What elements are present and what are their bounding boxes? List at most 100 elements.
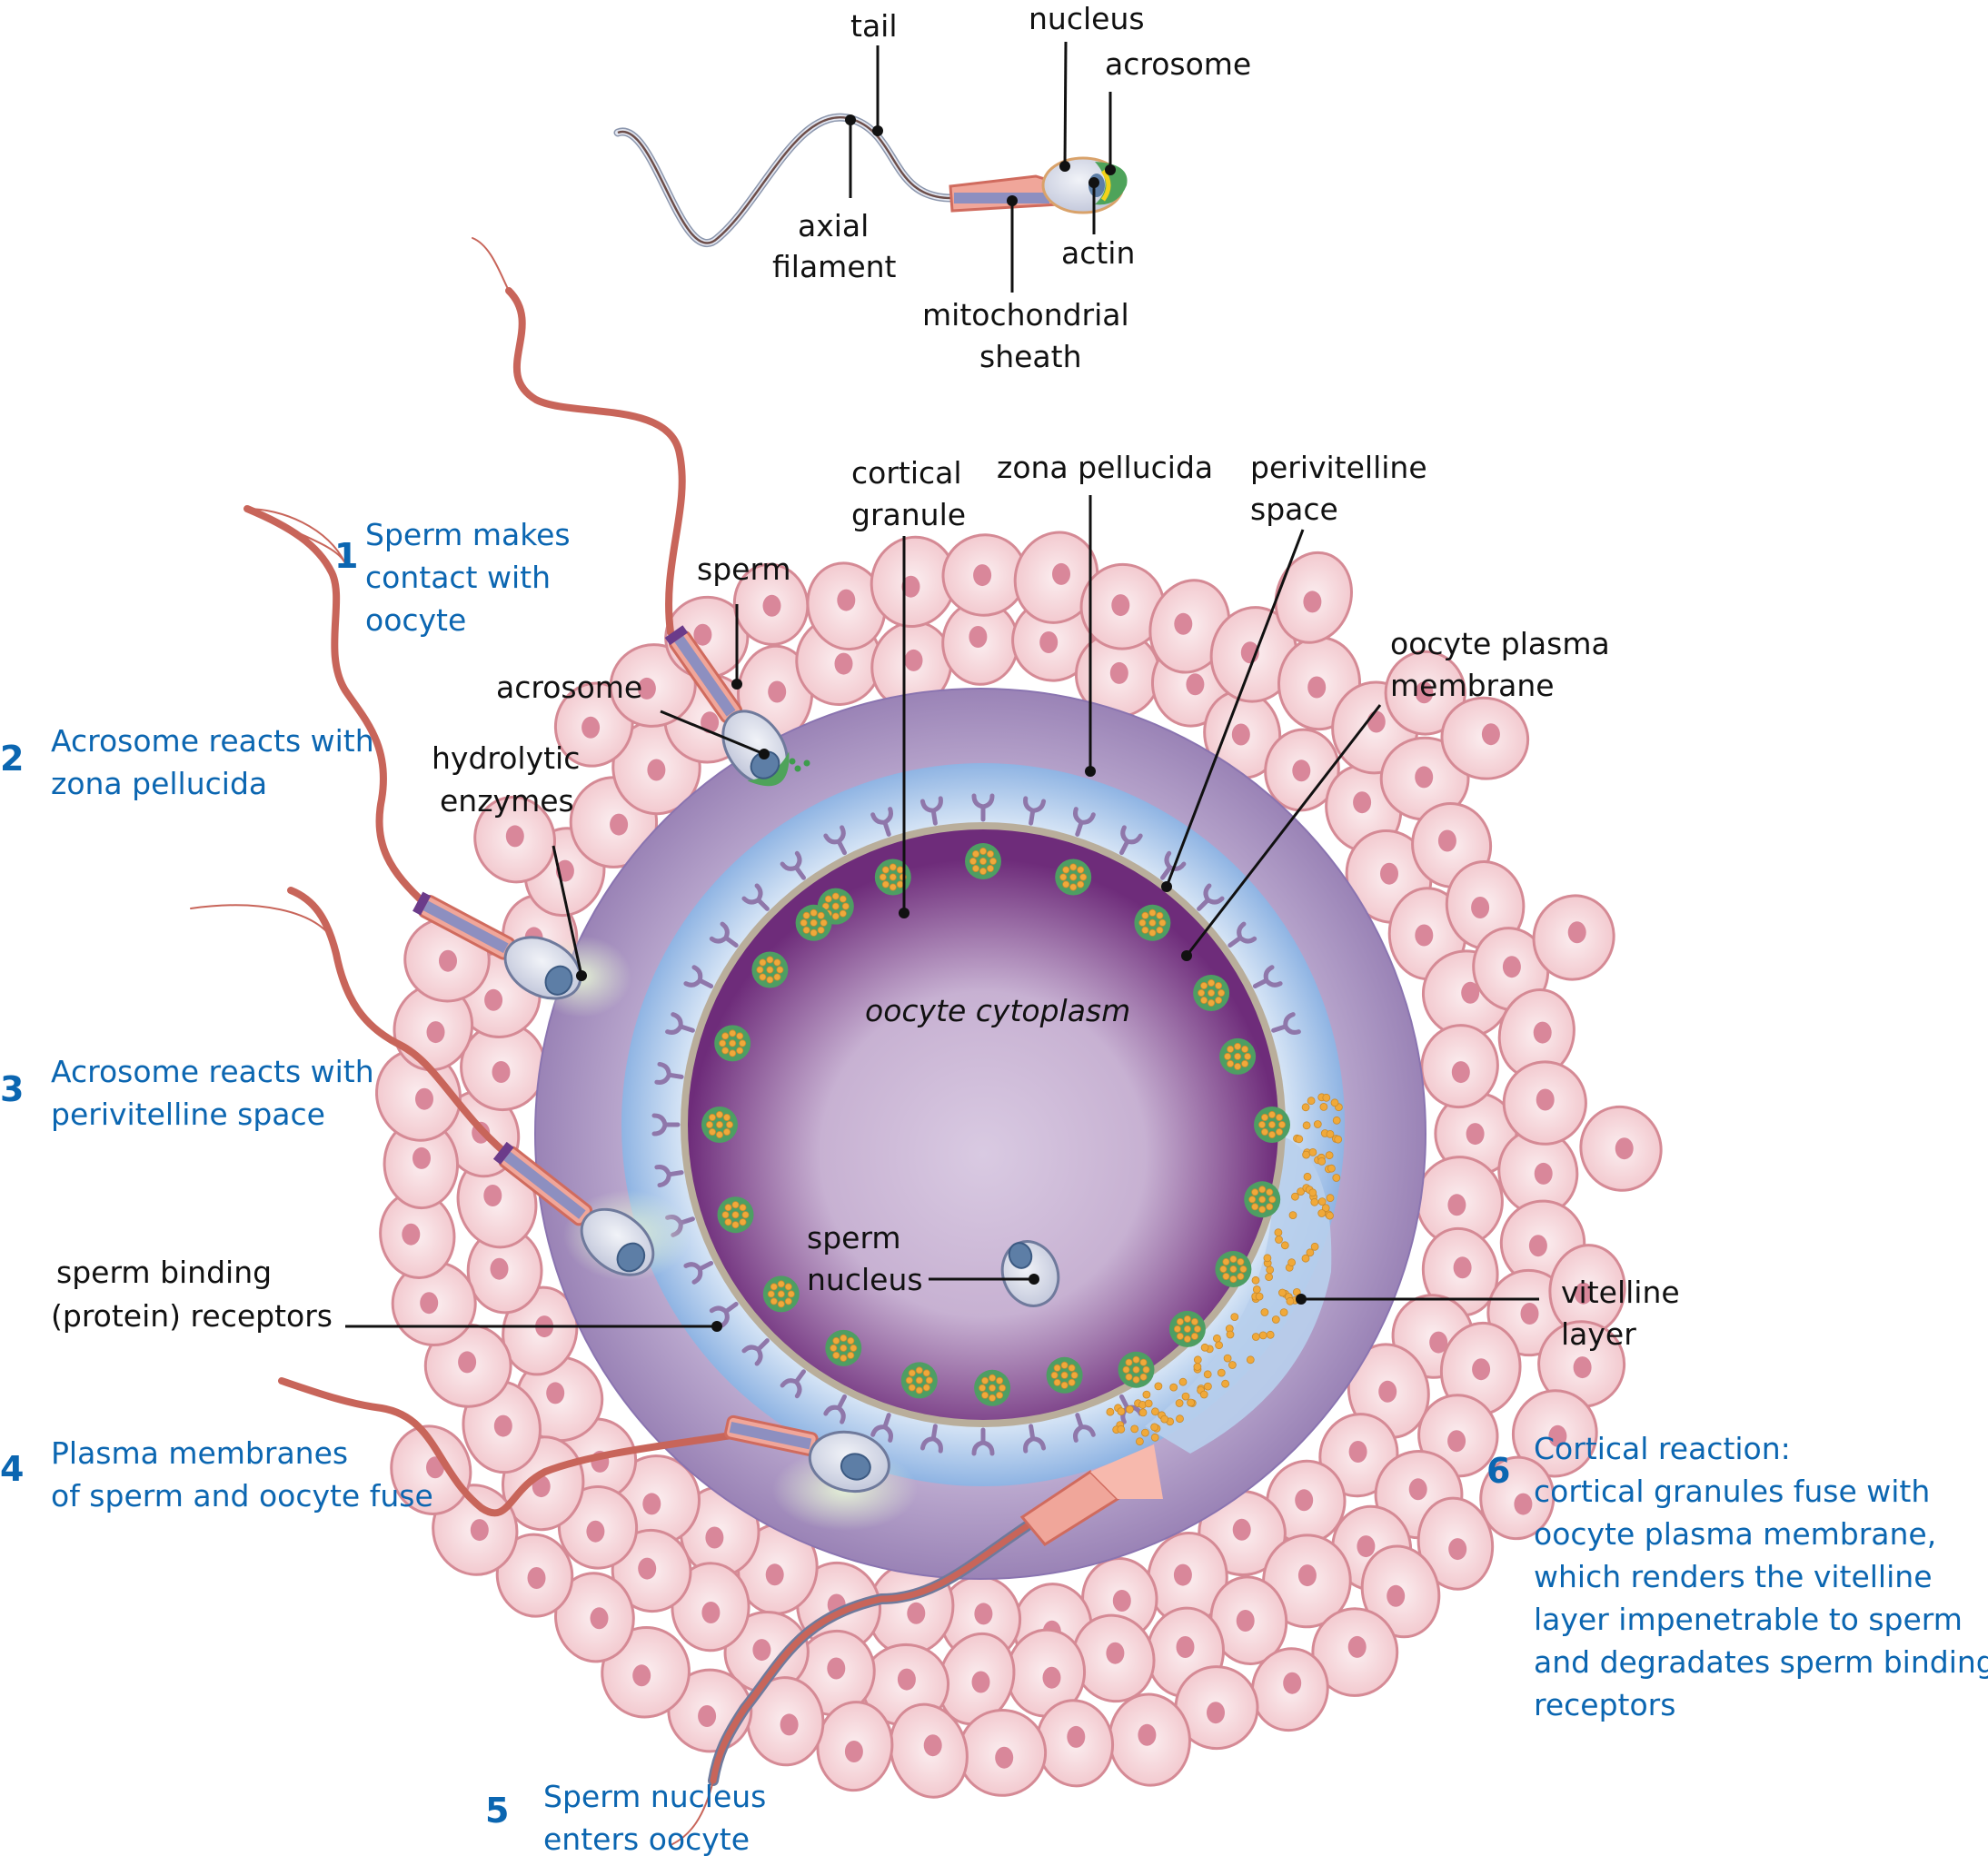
label-tail: tail <box>850 8 898 44</box>
receptor <box>870 807 893 837</box>
granule-content-dot <box>1117 1424 1126 1434</box>
granule-content-dot <box>1203 1370 1212 1379</box>
granule-content-dot <box>1215 1341 1223 1350</box>
sperm-anatomy-labels: tail nucleus acrosome axial filament act… <box>772 1 1251 374</box>
follicle-cell <box>889 1702 969 1799</box>
receptor <box>919 796 943 826</box>
cortical-granule <box>825 1329 862 1366</box>
granule-content-dot <box>1150 1433 1159 1442</box>
label-hydrolytic-1: hydrolytic <box>432 740 580 776</box>
granule-content-dot <box>1330 1098 1339 1107</box>
granule-content-dot <box>1181 1392 1190 1401</box>
granule-content-dot <box>1251 1333 1260 1341</box>
step-1-line-1: Sperm makes <box>365 517 571 552</box>
oocyte <box>534 688 1426 1580</box>
receptor <box>665 1012 695 1035</box>
cortical-granule <box>874 859 911 896</box>
granule-content-dot <box>1334 1135 1343 1144</box>
granule-content-dot <box>1295 1135 1304 1144</box>
granule-content-dot <box>1332 1174 1341 1182</box>
granule-content-dot <box>1160 1414 1169 1424</box>
cortical-granule <box>714 1025 751 1062</box>
step-2: 2 Acrosome reacts with zona pellucida <box>0 723 374 801</box>
sperm-step-5 <box>671 1444 1163 1845</box>
step-6-line-7: receptors <box>1534 1687 1675 1722</box>
follicle-cell <box>393 983 474 1072</box>
step-4-line-2: of sperm and oocyte fuse <box>51 1478 433 1514</box>
oocyte-cytoplasm <box>688 829 1278 1420</box>
granule-content-dot <box>1313 1120 1322 1128</box>
receptor <box>654 1061 684 1085</box>
granule-content-dot <box>1230 1313 1239 1321</box>
step-6-number: 6 <box>1486 1451 1510 1491</box>
granule-content-dot <box>1226 1330 1235 1339</box>
granule-content-dot <box>1246 1355 1255 1365</box>
receptor <box>683 1261 714 1285</box>
follicle-cell <box>723 1610 810 1694</box>
granule-content-dot <box>1204 1382 1212 1391</box>
step-4-line-1: Plasma membranes <box>51 1435 348 1471</box>
label-sperm-nucleus-2: nucleus <box>807 1262 923 1297</box>
receptor <box>741 1338 770 1366</box>
follicle-cell <box>1532 894 1615 981</box>
granule-content-dot <box>1291 1192 1299 1201</box>
receptor <box>1119 825 1143 856</box>
cortical-granule <box>751 951 789 988</box>
receptor <box>971 793 995 822</box>
follicle-cell <box>1274 551 1353 644</box>
follicle-cell <box>379 1190 456 1279</box>
mitochondrial-sheath-detail <box>949 174 1060 213</box>
granule-content-dot <box>1251 1275 1260 1285</box>
follicle-cell <box>1013 531 1099 624</box>
follicle-cell <box>495 1533 574 1618</box>
receptor <box>1271 1012 1301 1035</box>
step-6-line-3: oocyte plasma membrane, <box>1534 1516 1936 1552</box>
follicle-cell <box>1421 1226 1499 1317</box>
granule-content-dot <box>1151 1407 1159 1416</box>
receptor <box>1023 796 1047 826</box>
follicle-cell <box>375 1048 462 1142</box>
cortical-granule <box>900 1362 938 1399</box>
step-6: 6 Cortical reaction: cortical granules f… <box>1486 1431 1988 1722</box>
granule-content-dot <box>1288 1211 1297 1219</box>
granule-content-dot <box>1252 1285 1261 1294</box>
cortical-granule <box>717 1196 754 1234</box>
step-1-line-3: oocyte <box>365 602 466 638</box>
granule-content-dot <box>1308 1188 1317 1197</box>
actin-detail <box>1100 169 1111 202</box>
granule-content-dot <box>1117 1407 1126 1415</box>
follicle-cell <box>937 1632 1016 1726</box>
label-acrosome: acrosome <box>496 670 642 705</box>
follicle-cell <box>423 1323 512 1408</box>
receptor <box>683 965 714 988</box>
granule-content-dot <box>1200 1343 1209 1352</box>
follicle-cell <box>1174 1665 1259 1751</box>
granule-content-dot <box>1310 1197 1319 1206</box>
granule-content-dot <box>1141 1428 1149 1437</box>
cortical-granule <box>1134 904 1171 941</box>
step-2-line-1: Acrosome reacts with <box>51 723 374 759</box>
label-sperm-nucleus-1: sperm <box>807 1220 901 1256</box>
cortical-granule <box>974 1369 1011 1406</box>
receptor <box>651 1113 681 1136</box>
granule-content-dot <box>1322 1093 1331 1102</box>
granule-content-dot <box>1332 1116 1341 1125</box>
granule-content-dot <box>1326 1130 1335 1138</box>
label-axial-1: axial <box>798 208 869 243</box>
granule-content-dot <box>1228 1361 1237 1369</box>
step-4: 4 Plasma membranes of sperm and oocyte f… <box>0 1435 433 1514</box>
follicle-cell <box>1148 579 1231 674</box>
label-mito-1: mitochondrial <box>922 297 1129 332</box>
follicle-cell <box>1502 1060 1587 1146</box>
sperm-nucleus-inside <box>1000 1240 1060 1307</box>
follicle-cell <box>466 1227 543 1315</box>
follicle-cell <box>473 795 556 884</box>
granule-content-dot <box>1306 1248 1315 1257</box>
sperm-step-3 <box>190 887 691 1281</box>
corona-radiata-cells <box>375 531 1663 1799</box>
step-6-line-2: cortical granules fuse with <box>1534 1474 1930 1509</box>
granule-content-dot <box>1326 1194 1335 1203</box>
granule-content-dot <box>1193 1363 1202 1371</box>
receptor <box>971 1427 995 1456</box>
receptor <box>1197 883 1225 911</box>
